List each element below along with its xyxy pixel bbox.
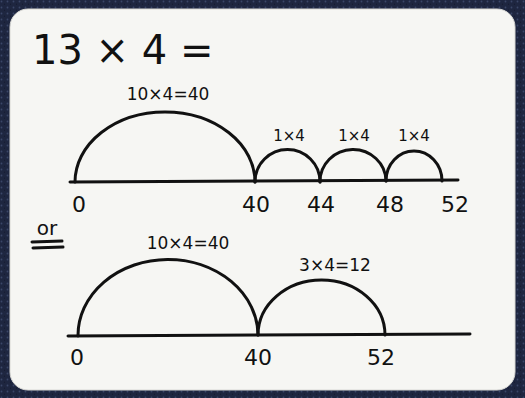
arc-label: 1×4 bbox=[273, 129, 305, 144]
number-label: 52 bbox=[441, 194, 469, 216]
arc-label: 10×4=40 bbox=[147, 235, 230, 252]
sum-title: 13 × 4 = bbox=[32, 30, 214, 70]
underline bbox=[32, 241, 62, 242]
number-label: 44 bbox=[307, 194, 335, 216]
underline bbox=[33, 247, 63, 248]
number-line bbox=[70, 180, 458, 182]
arc-label: 1×4 bbox=[338, 129, 370, 144]
number-label: 40 bbox=[242, 194, 270, 216]
number-label: 48 bbox=[376, 194, 404, 216]
number-line bbox=[68, 334, 470, 336]
number-label: 40 bbox=[244, 347, 272, 369]
number-label: 0 bbox=[70, 347, 84, 369]
jump-arc bbox=[386, 151, 442, 181]
jump-arc bbox=[78, 259, 258, 336]
or-label: or bbox=[37, 218, 57, 238]
number-label: 52 bbox=[367, 347, 395, 369]
jump-arc bbox=[258, 280, 385, 335]
whiteboard bbox=[10, 9, 515, 390]
jump-arc bbox=[320, 150, 386, 182]
arc-label: 10×4=40 bbox=[127, 86, 210, 103]
number-label: 0 bbox=[72, 194, 86, 216]
jump-arc bbox=[75, 112, 255, 182]
arc-label: 1×4 bbox=[398, 129, 430, 144]
jump-arc bbox=[255, 150, 320, 183]
arc-label: 3×4=12 bbox=[299, 257, 371, 274]
